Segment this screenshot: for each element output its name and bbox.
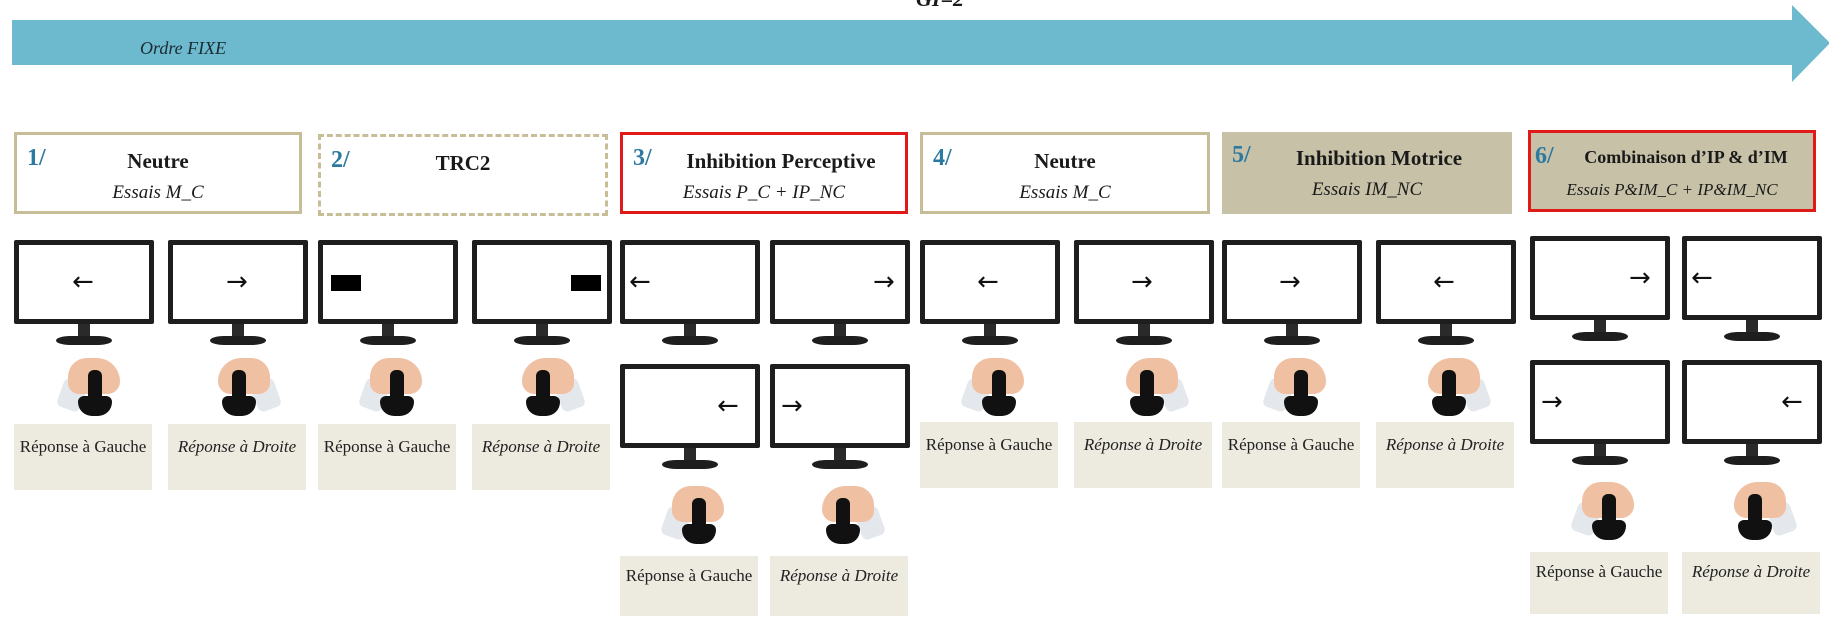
section-subtitle: Essais IM_NC xyxy=(1311,179,1423,200)
monitor-screen: → xyxy=(770,240,910,324)
joystick-hand-icon xyxy=(504,356,587,420)
arrow-right-icon: → xyxy=(1629,263,1651,293)
arrow-left-icon: ← xyxy=(629,267,651,297)
monitor: ← xyxy=(620,364,760,474)
monitor: ← xyxy=(14,240,154,350)
joystick-hand-icon xyxy=(804,484,887,548)
monitor-screen: ← xyxy=(1682,236,1822,320)
section-title: TRC2 xyxy=(435,151,491,175)
section-title: Neutre xyxy=(127,149,189,173)
arrow-left-icon: ← xyxy=(1691,263,1713,293)
timeline-arrow xyxy=(12,5,1829,82)
joystick-hand-icon xyxy=(1261,356,1342,420)
monitor-screen: → xyxy=(770,364,910,448)
monitor-screen: ← xyxy=(14,240,154,324)
monitor: → xyxy=(168,240,308,350)
monitor-screen: ← xyxy=(620,240,760,324)
section-6-header: 6/ Combinaison d’IP & d’IM Essais P&IM_C… xyxy=(1528,130,1816,212)
monitor: ← xyxy=(620,240,760,350)
monitor-screen: → xyxy=(1530,236,1670,320)
joystick-hand-icon xyxy=(1108,356,1191,420)
response-right-label: Réponse à Droite xyxy=(168,424,306,490)
monitor: ← xyxy=(1376,240,1516,350)
monitor: ← xyxy=(1682,236,1822,346)
monitor: → xyxy=(1530,360,1670,470)
monitor: ← xyxy=(1682,360,1822,470)
monitor: → xyxy=(1222,240,1362,350)
arrow-left-icon: ← xyxy=(977,267,999,297)
section-1-header: 1/ Neutre Essais M_C xyxy=(14,132,302,214)
response-left-label: Réponse à Gauche xyxy=(14,424,152,490)
arrow-right-icon: → xyxy=(781,391,803,421)
monitor: → xyxy=(770,240,910,350)
monitor: ← xyxy=(920,240,1060,350)
joystick-hand-icon xyxy=(55,356,136,420)
response-right-label: Réponse à Droite xyxy=(770,556,908,616)
section-4-header: 4/ Neutre Essais M_C xyxy=(920,132,1210,214)
response-right-label: Réponse à Droite xyxy=(472,424,610,490)
arrow-left-icon: ← xyxy=(717,391,739,421)
arrow-left-icon: ← xyxy=(1781,387,1803,417)
response-left-label: Réponse à Gauche xyxy=(1222,422,1360,488)
monitor: → xyxy=(770,364,910,474)
arrow-right-icon: → xyxy=(873,267,895,297)
section-number: 1/ xyxy=(27,145,46,171)
section-title: Combinaison d’IP & d’IM xyxy=(1584,147,1788,167)
section-subtitle: Essais P&IM_C + IP&IM_NC xyxy=(1566,180,1778,199)
monitor: → xyxy=(1530,236,1670,346)
section-number: 4/ xyxy=(933,145,952,171)
arrow-right-icon: → xyxy=(1131,267,1153,297)
section-subtitle: Essais M_C xyxy=(1019,182,1111,203)
joystick-hand-icon xyxy=(357,356,438,420)
section-5-header: 5/ Inhibition Motrice Essais IM_NC xyxy=(1222,132,1512,214)
gi-label: GI=2 xyxy=(880,0,1000,12)
section-number: 5/ xyxy=(1232,142,1251,168)
arrow-right-icon: → xyxy=(1541,387,1563,417)
section-subtitle: Essais P_C + IP_NC xyxy=(682,182,846,203)
monitor-screen xyxy=(472,240,612,324)
section-title: Inhibition Perceptive xyxy=(686,149,876,173)
response-right-label: Réponse à Droite xyxy=(1074,422,1212,488)
monitor xyxy=(472,240,612,350)
response-right-label: Réponse à Droite xyxy=(1682,552,1820,614)
joystick-hand-icon xyxy=(200,356,283,420)
monitor-screen: → xyxy=(1222,240,1362,324)
section-subtitle: Essais M_C xyxy=(112,182,204,203)
monitor-screen: ← xyxy=(1682,360,1822,444)
joystick-hand-icon xyxy=(1410,356,1493,420)
joystick-hand-icon xyxy=(1716,480,1799,544)
section-2-header: 2/ TRC2 xyxy=(318,134,608,216)
monitor xyxy=(318,240,458,350)
monitor: → xyxy=(1074,240,1214,350)
joystick-hand-icon xyxy=(659,484,740,548)
order-label: Ordre FIXE xyxy=(140,38,227,58)
section-number: 6/ xyxy=(1535,143,1554,169)
monitor-screen: → xyxy=(1074,240,1214,324)
joystick-hand-icon xyxy=(959,356,1040,420)
response-left-label: Réponse à Gauche xyxy=(920,422,1058,488)
section-3-header: 3/ Inhibition Perceptive Essais P_C + IP… xyxy=(620,132,908,214)
section-title: Neutre xyxy=(1034,149,1096,173)
monitor-screen xyxy=(318,240,458,324)
arrow-right-icon: → xyxy=(1279,267,1301,297)
monitor-screen: ← xyxy=(1376,240,1516,324)
target-block-left xyxy=(331,275,361,291)
section-title: Inhibition Motrice xyxy=(1295,146,1463,170)
target-block-right xyxy=(571,275,601,291)
monitor-screen: ← xyxy=(620,364,760,448)
response-right-label: Réponse à Droite xyxy=(1376,422,1514,488)
section-number: 3/ xyxy=(633,145,652,171)
response-left-label: Réponse à Gauche xyxy=(620,556,758,616)
section-number: 2/ xyxy=(331,147,350,173)
monitor-screen: → xyxy=(1530,360,1670,444)
arrow-left-icon: ← xyxy=(1433,267,1455,297)
monitor-screen: ← xyxy=(920,240,1060,324)
monitor-screen: → xyxy=(168,240,308,324)
joystick-hand-icon xyxy=(1569,480,1650,544)
arrow-left-icon: ← xyxy=(72,267,94,297)
response-left-label: Réponse à Gauche xyxy=(1530,552,1668,614)
response-left-label: Réponse à Gauche xyxy=(318,424,456,490)
arrow-right-icon: → xyxy=(226,267,248,297)
